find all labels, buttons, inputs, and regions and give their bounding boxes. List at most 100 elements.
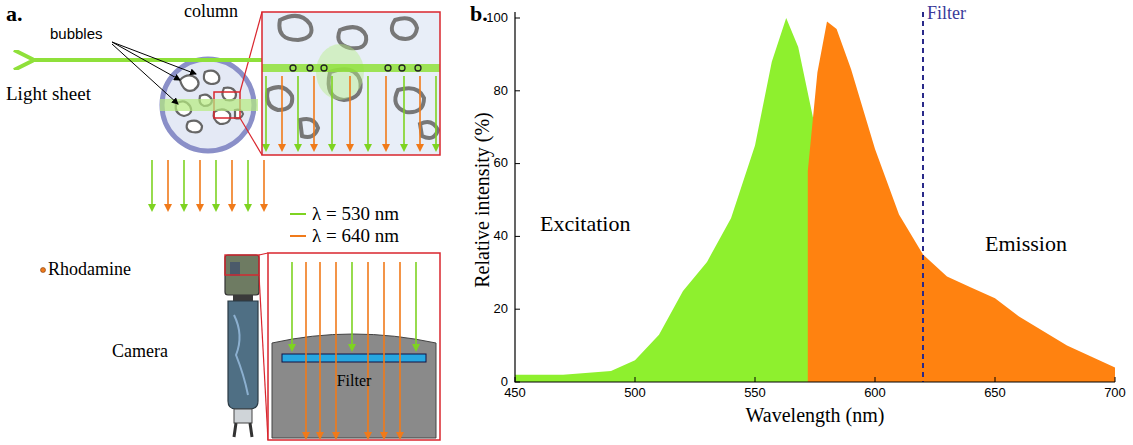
panel-label: b. [470, 2, 488, 26]
inset-frame [262, 12, 440, 155]
illustration-part [290, 65, 296, 71]
part-label: Camera [112, 342, 168, 362]
light-ray [383, 262, 385, 438]
axis-tick [635, 377, 636, 382]
tick-label: 80 [494, 84, 508, 98]
light-ray [351, 262, 353, 350]
axis-tick [515, 382, 520, 383]
illustration-part [399, 65, 405, 71]
series-label: Emission [985, 232, 1067, 256]
tick-label: 600 [864, 386, 886, 400]
legend-samples [290, 214, 306, 236]
inset-rays [266, 76, 436, 150]
illustration-part [392, 18, 417, 39]
light-ray [281, 76, 283, 150]
tick-label: 550 [744, 386, 766, 400]
column-cross-section [162, 12, 262, 155]
axis-tick [875, 377, 876, 382]
illustration-part [240, 118, 262, 155]
axis-tick [995, 377, 996, 382]
light-ray [263, 160, 265, 210]
light-ray [215, 160, 217, 210]
illustration-part [321, 65, 327, 71]
light-ray [335, 262, 337, 438]
light-ray [291, 262, 293, 350]
illustration-part [268, 253, 440, 440]
illustration-part [225, 255, 259, 295]
illustration-part [415, 65, 421, 71]
part-label: Rhodamine [48, 260, 131, 280]
tick-label: 700 [1104, 386, 1126, 400]
light-ray [367, 262, 369, 438]
filter-rays [292, 262, 416, 438]
light-ray [265, 76, 267, 150]
tick-label: 100 [486, 11, 508, 25]
zoom-inset [262, 12, 440, 155]
light-ray [367, 76, 369, 150]
part-label: Filter [337, 372, 372, 390]
light-ray [331, 76, 333, 150]
tick-label: 650 [984, 386, 1006, 400]
bubble-pointers [112, 42, 196, 104]
illustration-part [282, 354, 426, 362]
axis-tick [515, 90, 520, 91]
illustration-part [300, 119, 318, 137]
illustration-part [234, 315, 248, 395]
light-ray [349, 76, 351, 150]
axis-tick [515, 163, 520, 164]
legend-text: λ = 640 nm [312, 226, 399, 247]
axis-tick [515, 377, 516, 382]
illustration-part [279, 16, 311, 40]
light-ray [415, 262, 417, 350]
rhodamine-dot [41, 268, 46, 273]
light-ray [313, 76, 315, 150]
panel-label: a. [6, 2, 23, 26]
camera [225, 253, 268, 440]
illustration-part [228, 301, 258, 409]
light-ray [151, 160, 153, 210]
illustration-part [240, 12, 262, 92]
axes [515, 12, 1115, 382]
illustration-part [307, 65, 313, 71]
part-label: column [184, 2, 238, 22]
light-ray [297, 76, 299, 150]
legend-text: λ = 530 nm [312, 204, 399, 225]
illustration-part [187, 121, 202, 133]
illustration-part [204, 71, 219, 84]
legend-sample [290, 235, 306, 237]
axis-title: Relative intensity (%) [471, 112, 493, 288]
series-label: Excitation [540, 212, 630, 236]
axis-tick [515, 18, 520, 19]
tick-label: 40 [494, 229, 508, 243]
light-ray [403, 76, 405, 150]
illustration-part [225, 255, 259, 275]
light-ray [247, 160, 249, 210]
filter-inset [268, 253, 440, 440]
light-ray [435, 76, 437, 150]
illustration-part [234, 409, 252, 423]
part-label: Light sheet [6, 84, 91, 105]
illustration-part [267, 87, 292, 110]
emitted-rays [152, 160, 264, 210]
light-ray [199, 160, 201, 210]
illustration-part [262, 12, 440, 155]
light-ray [305, 262, 307, 438]
illustration-part [222, 88, 236, 101]
illustration-part [262, 64, 440, 72]
axis-title: Wavelength (nm) [746, 404, 885, 426]
axis-ticks [515, 18, 1115, 382]
light-ray [167, 160, 169, 210]
spacer [262, 155, 263, 178]
illustration-part [233, 295, 253, 301]
part-label: bubbles [50, 26, 103, 43]
tick-label: 60 [494, 156, 508, 170]
spectrum-chart [515, 12, 1115, 382]
axis-tick [1115, 377, 1116, 382]
light-ray [399, 262, 401, 438]
illustration-part [385, 65, 391, 71]
legend-sample [290, 213, 306, 215]
illustration-part [259, 253, 268, 255]
illustration-part [112, 44, 178, 104]
illustration-part [214, 109, 231, 124]
